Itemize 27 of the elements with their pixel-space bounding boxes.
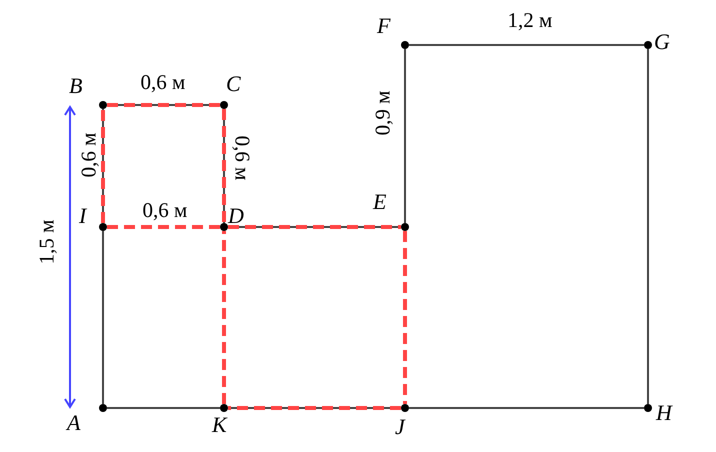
dashed-line [403,231,407,404]
point-label: F [377,15,390,37]
point-label: J [395,416,405,438]
line-segment [102,231,104,404]
point-label: K [212,414,227,436]
line-segment [107,407,220,409]
dashed-line [107,225,220,229]
dimension-label: 0,9 м [370,90,393,136]
point-label: E [373,191,386,213]
dimension-label: 0,6 м [76,132,99,178]
line-segment [409,44,644,46]
point-label: B [69,75,82,97]
line-segment [409,407,644,409]
dimension-label: 0,6 м [142,199,188,221]
dimension-label: 1,5 м [34,220,57,264]
point-label: H [656,402,672,424]
line-segment [647,49,649,404]
point-label: A [67,412,80,434]
point-label: I [79,205,86,227]
point-label: G [654,31,670,53]
dimension-label: 0,6 м [140,71,186,93]
dimension-label: 1,2 м [508,9,552,31]
dashed-line [222,231,226,404]
dimension-label: 0,6 м [230,136,253,180]
line-segment [404,49,406,223]
point-label: C [226,73,241,95]
point-label: D [228,205,244,227]
